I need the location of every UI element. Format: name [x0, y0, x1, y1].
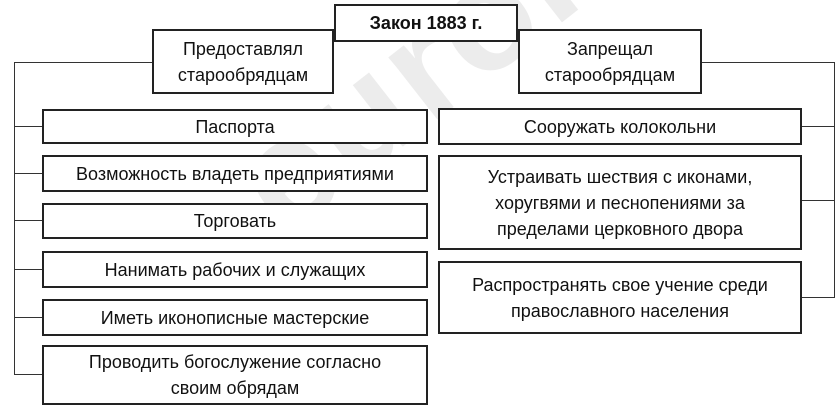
- left-item-5: Иметь иконописные мастерские: [42, 299, 428, 336]
- left-header: Предоставлял старообрядцам: [152, 29, 334, 94]
- right-item-1: Сооружать колокольни: [438, 108, 802, 145]
- left-tick-2: [14, 173, 42, 174]
- right-item-2: Устраивать шествия с иконами, хоругвями …: [438, 155, 802, 250]
- left-trunk-line: [14, 62, 15, 375]
- left-tick-3: [14, 220, 42, 221]
- left-item-6: Проводить богослужение согласно своим об…: [42, 345, 428, 405]
- left-item-2: Возможность владеть предприятиями: [42, 155, 428, 192]
- left-tick-4: [14, 269, 42, 270]
- left-item-3: Торговать: [42, 203, 428, 239]
- left-tick-1: [14, 126, 42, 127]
- left-branch-top-line: [14, 62, 152, 63]
- right-tick-1: [802, 126, 835, 127]
- right-tick-3: [802, 297, 835, 298]
- right-header: Запрещал старообрядцам: [518, 29, 702, 94]
- diagram-title: Закон 1883 г.: [334, 4, 518, 42]
- right-tick-2: [802, 200, 835, 201]
- right-branch-top-line: [702, 62, 835, 63]
- left-item-4: Нанимать рабочих и служащих: [42, 251, 428, 288]
- right-item-3: Распространять свое учение среди правосл…: [438, 261, 802, 334]
- left-tick-6: [14, 374, 42, 375]
- left-tick-5: [14, 317, 42, 318]
- right-trunk-line: [834, 62, 835, 298]
- left-item-1: Паспорта: [42, 109, 428, 144]
